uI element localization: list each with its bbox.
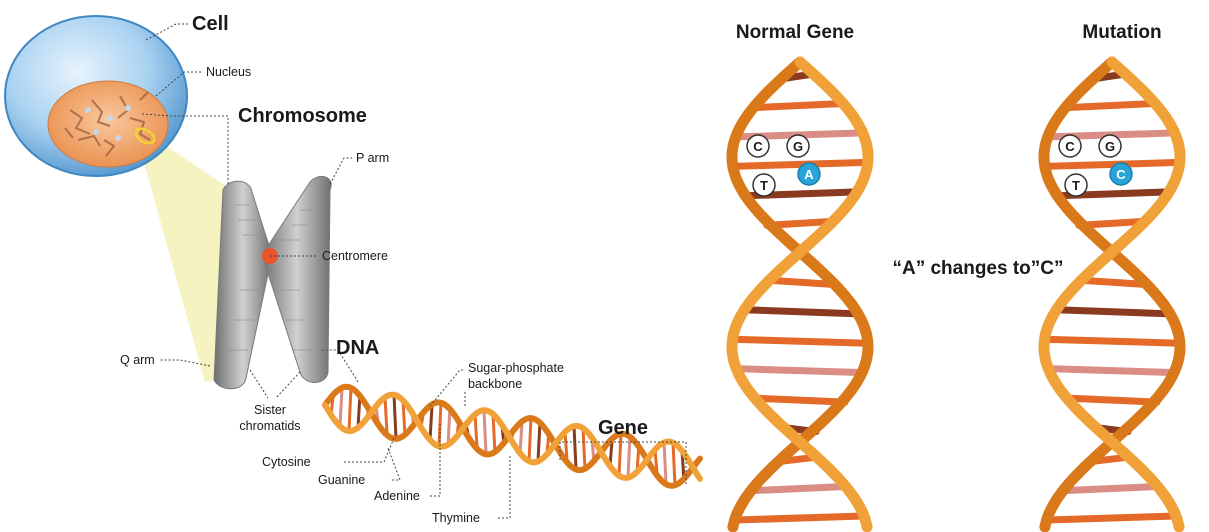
small-base-pair-rung [574, 426, 576, 468]
svg-text:T: T [760, 178, 768, 193]
small-base-pair-rung [619, 434, 621, 475]
chromosome-label: Chromosome [238, 105, 367, 127]
base-pair-rung [1067, 398, 1157, 402]
base-pair-rung [769, 280, 830, 284]
nucleus-label: Nucleus [206, 65, 251, 79]
small-base-pair-rung [430, 406, 432, 440]
base-pair-rung [1048, 516, 1176, 520]
base-pair-rung [1081, 280, 1142, 284]
svg-text:C: C [753, 139, 763, 154]
small-base-pair-rung [673, 443, 675, 486]
base-pair-rung [1048, 369, 1175, 373]
small-base-pair-rung [628, 435, 630, 477]
small-base-pair-rung [394, 395, 396, 439]
gene-label: Gene [598, 417, 648, 439]
base-pair-rung [754, 487, 845, 491]
base-pair-rung [1044, 162, 1179, 166]
base-c-mutation-highlight: C [1110, 163, 1132, 185]
normal-gene-title: Normal Gene [736, 22, 854, 43]
cytosine-label: Cytosine [262, 455, 311, 469]
base-pair-rung [736, 516, 864, 520]
base-t-normal: T [753, 174, 775, 196]
normal-gene-helix [732, 62, 868, 527]
base-t-mutation: T [1065, 174, 1087, 196]
base-c-mutation: C [1059, 135, 1081, 157]
sugar-phosphate-label-line2: backbone [468, 377, 522, 391]
svg-text:G: G [793, 139, 803, 154]
base-g-normal: G [787, 135, 809, 157]
small-base-pair-rung [385, 397, 387, 433]
small-base-pair-rung [664, 442, 666, 482]
base-pair-rung [733, 339, 868, 343]
sister-label-line2: chromatids [239, 419, 300, 433]
centromere-label: Centromere [322, 249, 388, 263]
base-pair-rung [1069, 103, 1155, 107]
mutation-title: Mutation [1082, 22, 1161, 43]
small-base-pair-rung [538, 421, 540, 461]
base-pair-rung [1045, 339, 1180, 343]
sister-label-line1: Sister [254, 403, 286, 417]
chromosome [214, 176, 331, 388]
small-base-pair-rung [340, 389, 342, 427]
small-base-pair-rung [349, 387, 351, 431]
svg-text:C: C [1065, 139, 1075, 154]
dna-label: DNA [336, 337, 379, 359]
base-pair-rung [732, 162, 867, 166]
cell [5, 16, 187, 176]
svg-text:A: A [804, 167, 814, 182]
base-pair-rung [1066, 487, 1157, 491]
thymine-label: Thymine [432, 511, 480, 525]
p-arm-label: P arm [356, 151, 389, 165]
small-base-pair-rung [475, 414, 477, 446]
sugar-phosphate-label-line1: Sugar-phosphate [468, 361, 564, 375]
q-arm-label: Q arm [120, 353, 155, 367]
change-caption: “A” changes to”C” [892, 258, 1063, 279]
small-base-pair-rung [583, 428, 585, 469]
small-base-pair-rung [529, 418, 531, 461]
cell-label: Cell [192, 13, 229, 35]
svg-text:C: C [1116, 167, 1126, 182]
base-g-mutation: G [1099, 135, 1121, 157]
svg-text:G: G [1105, 139, 1115, 154]
base-pair-rung [736, 369, 863, 373]
base-a-normal-highlight: A [798, 163, 820, 185]
base-c-normal: C [747, 135, 769, 157]
guanine-label: Guanine [318, 473, 365, 487]
base-pair-rung [745, 310, 856, 314]
adenine-label: Adenine [374, 489, 420, 503]
svg-text:T: T [1072, 178, 1080, 193]
mutation-helix [1044, 62, 1180, 527]
base-pair-rung [1057, 310, 1168, 314]
base-pair-rung [755, 398, 845, 402]
small-base-pair-rung [484, 410, 486, 454]
base-pair-rung [757, 103, 843, 107]
